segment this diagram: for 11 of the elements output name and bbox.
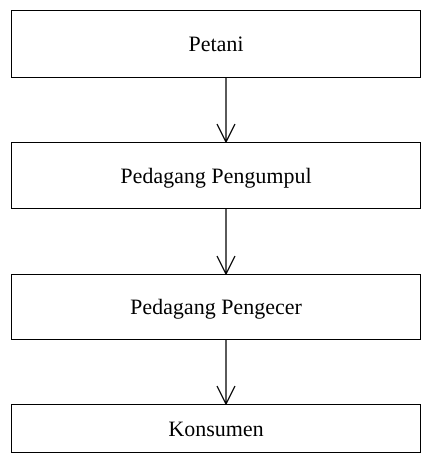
process-box	[11, 404, 421, 453]
arrow	[216, 78, 236, 143]
arrow	[216, 340, 236, 405]
box-label: Pedagang Pengecer	[130, 294, 302, 320]
process-box	[11, 10, 421, 78]
box-label: Konsumen	[168, 416, 264, 442]
box-label: Pedagang Pengumpul	[120, 162, 312, 188]
box-label: Petani	[188, 31, 244, 57]
arrow	[216, 209, 236, 275]
process-box	[11, 142, 421, 209]
process-box	[11, 274, 421, 340]
